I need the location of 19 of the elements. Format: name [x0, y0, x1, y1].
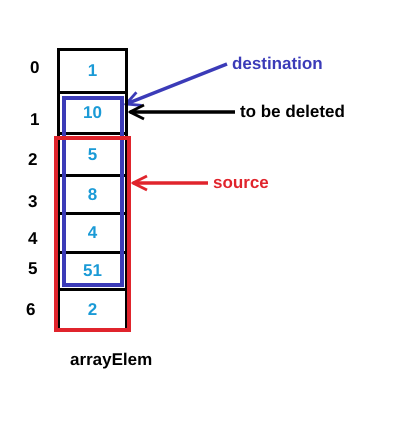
array-cell: 5 [57, 132, 128, 177]
callout-label: destination [232, 54, 323, 74]
array-cell: 1 [57, 48, 128, 94]
arrow [132, 174, 208, 192]
index-number: 4 [28, 229, 38, 249]
callout-label: to be deleted [240, 102, 345, 122]
index-number: 6 [26, 300, 36, 320]
index-number: 5 [28, 259, 38, 279]
array-name: arrayElem [70, 350, 152, 370]
index-number: 3 [28, 192, 38, 212]
callout-label: source [213, 173, 269, 193]
index-number: 1 [30, 110, 40, 130]
array-cell: 10 [57, 91, 128, 135]
arrow [128, 104, 235, 120]
arrow [124, 62, 228, 107]
range-outline [62, 96, 124, 287]
index-number: 0 [30, 58, 40, 78]
range-outline [54, 136, 131, 332]
index-number: 2 [28, 150, 38, 170]
